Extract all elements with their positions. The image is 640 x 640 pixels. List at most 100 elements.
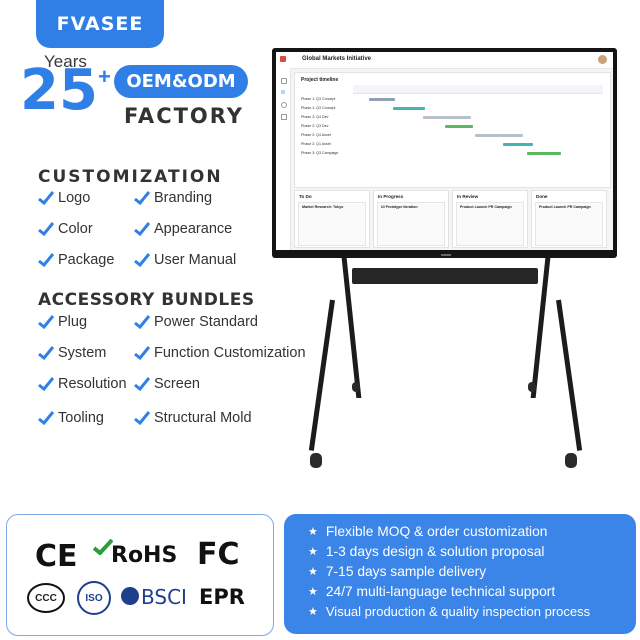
customization-label: Color xyxy=(58,221,93,237)
check-icon xyxy=(134,377,150,391)
accessory-label: Plug xyxy=(58,314,88,330)
feature-item: ★ Flexible MOQ & order customization xyxy=(308,524,547,539)
kanban-column-title: In Progress xyxy=(378,194,404,199)
years-plus: + xyxy=(98,64,111,89)
kanban-card-title: Market Research: Tokyo xyxy=(302,205,344,209)
feature-item: ★ Visual production & quality inspection … xyxy=(308,604,590,619)
check-icon xyxy=(134,346,150,360)
gantt-bar xyxy=(445,125,473,128)
feature-item: ★1-3 days design & solution proposal xyxy=(308,544,544,559)
interactive-display: Global Markets Initiative Project timeli… xyxy=(272,48,617,258)
star-icon: ★ xyxy=(308,546,318,558)
check-icon xyxy=(38,191,54,205)
app-topbar: Global Markets Initiative xyxy=(290,52,613,69)
accessory-label: Function Customization xyxy=(154,345,306,361)
kanban-column-title: To Do xyxy=(299,194,312,199)
app-sidebar xyxy=(276,52,291,250)
kanban-column: To Do Market Research: Tokyo xyxy=(294,190,370,248)
stand-leg-front-right xyxy=(556,299,583,451)
customization-item: User Manual xyxy=(134,252,236,268)
timeline-row: Phase 2: Q4 Dev xyxy=(301,115,329,119)
kanban-card-title: Product Launch PR Campaign xyxy=(460,205,512,209)
kanban-card-title: UI Prototype Iteration xyxy=(381,205,418,209)
stand-shelf xyxy=(352,268,538,284)
timeline-panel: Project timeline Phase 1: Q3 Concept Pha… xyxy=(294,72,611,188)
kanban-column: In Progress UI Prototype Iteration xyxy=(373,190,449,248)
customization-item: Logo xyxy=(38,190,90,206)
ccc-mark: CCC xyxy=(27,583,65,613)
star-icon: ★ xyxy=(308,606,318,618)
kanban-column: Done Product Launch PR Campaign xyxy=(531,190,607,248)
accessory-label: Power Standard xyxy=(154,314,258,330)
check-icon xyxy=(38,346,54,360)
rohs-check-icon xyxy=(92,538,114,556)
bsci-globe-icon xyxy=(121,587,139,605)
check-icon xyxy=(134,411,150,425)
iso-mark: ISO xyxy=(77,581,111,615)
user-icon xyxy=(281,102,287,108)
kanban-column-title: Done xyxy=(536,194,548,199)
brand-logo-text: FVASEE xyxy=(56,13,144,35)
caster-wheel xyxy=(565,453,577,468)
timeline-row: Phase 1: Q3 Concept xyxy=(301,106,336,110)
accessory-label: Structural Mold xyxy=(154,410,252,426)
years-number: 25 xyxy=(20,58,98,123)
accessory-label: Screen xyxy=(154,376,200,392)
check-icon xyxy=(134,222,150,236)
feature-label: Visual production & quality inspection p… xyxy=(325,604,591,619)
accessory-item: Screen xyxy=(134,376,200,392)
customization-label: User Manual xyxy=(154,252,237,268)
accessory-label: Resolution xyxy=(58,376,127,392)
timeline-row: Phase 2: Q3 Dev xyxy=(301,124,329,128)
grid-icon xyxy=(281,90,285,94)
timeline-header xyxy=(353,85,603,94)
iso-label: ISO xyxy=(85,592,103,604)
caster-wheel xyxy=(310,453,322,468)
accessory-item: Function Customization xyxy=(134,345,306,361)
customization-item: Color xyxy=(38,221,93,237)
app-logo-icon xyxy=(280,56,286,62)
fcc-mark: FC xyxy=(197,537,240,572)
star-icon: ★ xyxy=(308,566,318,578)
customization-item: Package xyxy=(38,252,114,268)
kanban-card: Market Research: Tokyo xyxy=(298,202,366,246)
rohs-mark: RoHS xyxy=(111,543,178,568)
features-panel: ★ Flexible MOQ & order customization ★1-3… xyxy=(284,514,636,634)
star-icon: ★ xyxy=(308,526,318,538)
display-screen: Global Markets Initiative Project timeli… xyxy=(276,52,613,250)
gantt-bar xyxy=(423,116,471,119)
gantt-bar xyxy=(527,152,561,155)
feature-label: Flexible MOQ & order customization xyxy=(325,524,548,539)
ccc-label: CCC xyxy=(35,592,57,604)
accessory-item: Power Standard xyxy=(134,314,258,330)
timeline-title: Project timeline xyxy=(301,77,339,83)
customization-item: Branding xyxy=(134,190,212,206)
customization-label: Appearance xyxy=(154,221,233,237)
years-label: Years xyxy=(44,52,87,71)
stand-leg-front-left xyxy=(308,299,335,451)
check-icon xyxy=(134,191,150,205)
app-title: Global Markets Initiative xyxy=(302,56,372,62)
timeline-row: Phase 2: Q4 Asset xyxy=(301,133,331,137)
caster-wheel xyxy=(352,382,360,392)
accessory-item: Structural Mold xyxy=(134,410,252,426)
accessory-item: Resolution xyxy=(38,376,127,392)
kanban-card: UI Prototype Iteration xyxy=(377,202,445,246)
customization-item: Appearance xyxy=(134,221,232,237)
check-icon xyxy=(134,315,150,329)
timeline-row: Phase 2: Q1 Asset xyxy=(301,142,331,146)
home-icon xyxy=(281,78,287,84)
accessory-label: Tooling xyxy=(58,410,104,426)
check-icon xyxy=(38,315,54,329)
customization-label: Logo xyxy=(58,190,91,206)
timeline-row: Phase 3: Q3 Campaign xyxy=(301,151,339,155)
customization-label: Branding xyxy=(154,190,213,206)
gantt-bar xyxy=(393,107,425,110)
gantt-bar xyxy=(503,143,533,146)
check-icon xyxy=(38,253,54,267)
certifications-panel: CE RoHS FC CCC ISO BSCI EPR xyxy=(6,514,274,636)
kanban-card: Product Launch PR Campaign xyxy=(535,202,603,246)
bsci-mark: BSCI xyxy=(141,585,187,609)
check-icon xyxy=(134,253,150,267)
kanban-column-title: In Review xyxy=(457,194,479,199)
